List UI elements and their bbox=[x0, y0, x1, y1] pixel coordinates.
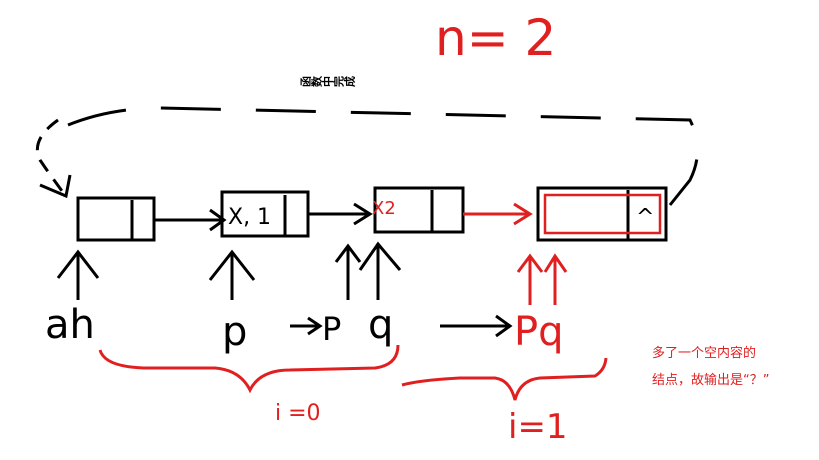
arrow-node2-to-node3 bbox=[463, 202, 533, 226]
node-1-data: X, 1 bbox=[228, 205, 271, 230]
pointer-arrow-p bbox=[208, 249, 256, 300]
node-2-data: X2 bbox=[372, 198, 396, 219]
pointer-arrow-node2-a bbox=[334, 243, 362, 300]
note-line-1: 多了一个空内容的 bbox=[652, 346, 757, 361]
loop-arrow-head bbox=[39, 174, 72, 199]
n-equals-2: n= 2 bbox=[435, 9, 556, 67]
top-function-label: 函数中完成 bbox=[299, 76, 356, 89]
node-1: X, 1 bbox=[220, 190, 310, 238]
pointer-arrow-node3-b bbox=[543, 253, 568, 305]
pointer-label-q1: q bbox=[368, 302, 393, 348]
loop-dashed-line bbox=[67, 106, 699, 206]
pointer-arrow-ah bbox=[56, 249, 100, 300]
node-2: X2 bbox=[372, 186, 465, 234]
pointer-label-p2: P bbox=[322, 310, 341, 348]
pointer-label-ah: ah bbox=[45, 302, 95, 348]
arrow-p-move bbox=[290, 316, 323, 336]
arrow-node1-to-node2 bbox=[308, 202, 373, 226]
pointer-arrow-node3-a bbox=[516, 253, 544, 305]
loop-left-arc bbox=[35, 118, 67, 196]
arrow-ah-to-node1 bbox=[155, 208, 227, 232]
arrow-q-move bbox=[440, 314, 513, 338]
iteration-label-1: i=1 bbox=[508, 407, 568, 447]
brace-i1 bbox=[401, 357, 608, 401]
node-3: ^ bbox=[536, 186, 668, 242]
node-ah bbox=[76, 196, 156, 242]
node-3-next: ^ bbox=[636, 205, 654, 230]
brace-i0 bbox=[98, 344, 400, 394]
iteration-label-0: i =0 bbox=[275, 401, 321, 426]
pointer-label-p1: p bbox=[222, 309, 247, 355]
pointer-arrow-node2-b bbox=[358, 241, 402, 300]
pointer-label-pq: Pq bbox=[514, 309, 564, 355]
explanation-note: 多了一个空内容的 结点，故输出是“？” bbox=[652, 340, 817, 394]
note-line-2: 结点，故输出是“？” bbox=[652, 373, 770, 388]
